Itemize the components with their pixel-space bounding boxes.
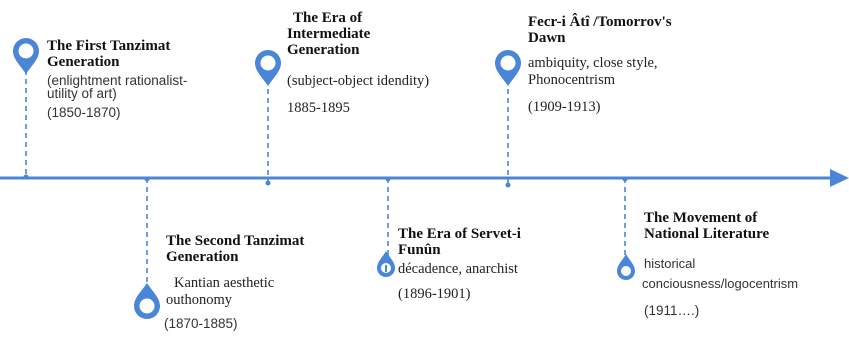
event-servet-i-funun: The Era of Servet-i Funûn décadence, ana… — [398, 226, 598, 303]
event-national-literature: The Movement of National Literature hist… — [642, 210, 844, 318]
event-description: (subject-object idendity) — [287, 73, 430, 89]
event-title: Fecr-i Âtî /Tomorrov's Dawn — [528, 14, 672, 46]
event-title: The Movement of National Literature — [644, 210, 770, 242]
event-years: 1885-1895 — [287, 100, 350, 116]
map-pin-icon — [495, 50, 521, 86]
axis-dot — [23, 174, 29, 180]
timeline-arrowhead — [830, 169, 849, 187]
event-years: (1870-1885) — [164, 316, 238, 331]
event-first-tanzimat: The First Tanzimat Generation (enlightme… — [47, 38, 247, 120]
event-title: The First Tanzimat Generation — [47, 38, 171, 70]
map-pin-icon — [377, 251, 395, 277]
event-years: (1909-1913) — [528, 99, 601, 115]
event-description: historical conciousness/logocentrism — [642, 256, 799, 291]
event-years: (1896-1901) — [398, 286, 471, 302]
axis-dot — [385, 176, 391, 182]
axis-dot — [265, 180, 271, 186]
map-pin-icon — [134, 283, 160, 319]
axis-dot — [505, 182, 511, 188]
map-pin-icon — [255, 50, 281, 86]
event-description: (enlightment rationalist- utility of art… — [47, 73, 188, 101]
event-description: décadence, anarchist — [398, 261, 518, 277]
event-second-tanzimat: The Second Tanzimat Generation Kantian a… — [164, 233, 376, 331]
event-description: Kantian aesthetic outhonomy — [166, 275, 275, 308]
map-pin-icon — [13, 38, 39, 74]
event-title: The Era of Intermediate Generation — [287, 10, 371, 58]
event-title: The Era of Servet-i Funûn — [398, 226, 521, 258]
event-title: The Second Tanzimat Generation — [166, 233, 305, 265]
axis-dot — [622, 176, 628, 182]
map-pin-icon — [617, 254, 635, 280]
event-years: (1911….) — [644, 303, 700, 318]
event-fecr-i-ati: Fecr-i Âtî /Tomorrov's Dawn ambiquity, c… — [528, 14, 748, 116]
event-intermediate: The Era of Intermediate Generation (subj… — [287, 10, 487, 117]
event-years: (1850-1870) — [47, 105, 121, 120]
event-description: ambiquity, close style, Phonocentrism — [528, 55, 658, 88]
axis-dot — [144, 176, 150, 182]
